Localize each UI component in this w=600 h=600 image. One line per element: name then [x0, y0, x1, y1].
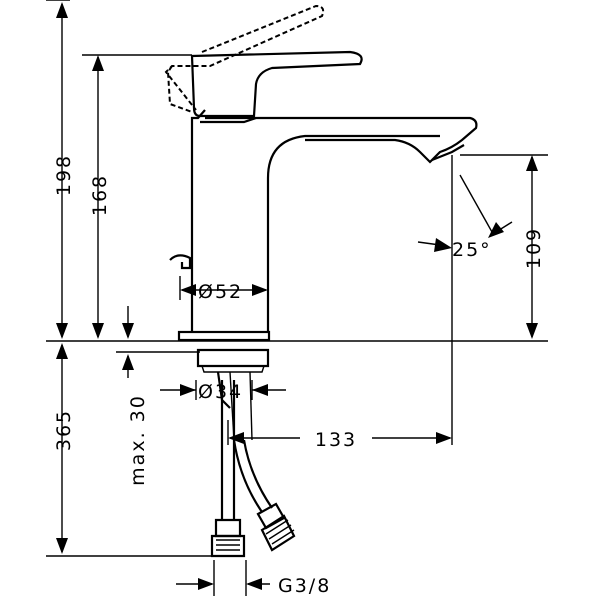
dimension-hose-length: 365	[53, 343, 75, 554]
extension-lines	[46, 0, 548, 596]
dimension-body-diameter: Ø52	[180, 281, 268, 303]
dimension-label-168: 168	[89, 174, 111, 216]
dimension-reach: 133	[228, 429, 452, 451]
dimension-label-diameter-52: Ø52	[198, 281, 243, 303]
dimension-height-total: 198	[53, 2, 75, 339]
faucet-body	[164, 4, 478, 558]
dimension-label-198: 198	[53, 154, 75, 196]
dimension-label-133: 133	[315, 429, 357, 451]
dimension-label-diameter-34: Ø34	[198, 381, 243, 403]
dimension-spout-outlet-height: 109	[523, 155, 545, 339]
dimension-label-max-30: max. 30	[127, 394, 149, 486]
dimension-label-g3-8: G3/8	[278, 575, 331, 597]
dimension-shank-diameter: Ø34	[160, 381, 286, 403]
dimension-height-spout: 168	[89, 55, 111, 339]
dimension-max-counter-thickness: max. 30	[122, 306, 149, 486]
dimension-label-25-degrees: 25°	[452, 239, 492, 261]
dimension-connection-thread: G3/8	[176, 575, 331, 597]
dimension-label-365: 365	[53, 409, 75, 451]
dimension-label-109: 109	[523, 227, 545, 269]
dimension-spray-angle: 25°	[417, 221, 513, 261]
